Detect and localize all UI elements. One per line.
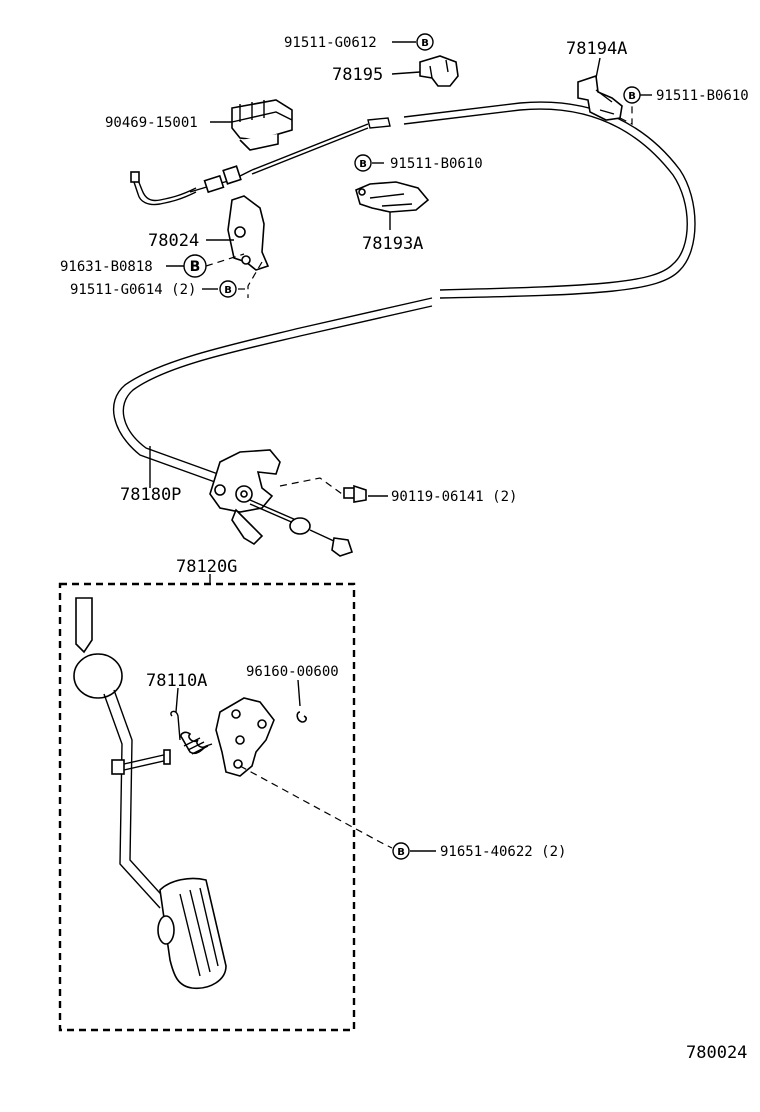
label-78180p: 78180P [120,485,181,505]
bolt-90119 [343,484,367,503]
label-91511-b0610-mid: 91511-B0610 [390,156,483,172]
label-78194a: 78194A [566,39,627,59]
label-90119-06141: 90119-06141 (2) [391,489,517,505]
svg-text:B: B [359,159,367,170]
bolt-symbol-91511-b0610-mid: B [354,154,372,172]
svg-text:B: B [397,847,405,858]
svg-text:B: B [628,91,636,102]
bracket-78024 [227,195,270,298]
cable-clamp-90469 [231,99,293,151]
cable-end-fitting [130,165,253,206]
label-91511-g0614: 91511-G0614 (2) [70,282,196,298]
bolt-symbol-91631-b0818: B [183,254,207,278]
label-78120g: 78120G [176,557,237,577]
svg-text:B: B [421,38,429,49]
clip-78195 [419,55,459,87]
accelerator-pedal [73,597,227,990]
label-78024: 78024 [148,231,199,251]
label-78110a: 78110A [146,671,207,691]
bolt-symbol-91511-g0612: B [416,33,434,51]
label-91631-b0818: 91631-B0818 [60,259,153,275]
label-96160-00600: 96160-00600 [246,664,339,680]
accelerator-cable [112,101,696,483]
diagram-code: 780024 [686,1043,747,1063]
throttle-link-bracket [209,449,354,557]
return-spring-78110a [170,710,213,755]
svg-text:B: B [190,259,201,275]
label-90469-15001: 90469-15001 [105,115,198,131]
pedal-shaft-pin [111,749,171,775]
label-91511-g0612: 91511-G0612 [284,35,377,51]
pedal-assembly-box [58,582,356,1032]
bolt-symbol-91511-b0610-right: B [623,86,641,104]
bracket-78194a [577,74,633,125]
pedal-bracket-plate [215,697,393,849]
bracket-78193a [355,181,430,213]
leader-lines [149,41,652,852]
label-78193a: 78193A [362,234,423,254]
bolt-symbol-91511-g0614: B [219,280,237,298]
e-ring-96160 [296,711,307,723]
label-91511-b0610-right: 91511-B0610 [656,88,749,104]
bolt-symbol-91651-40622: B [392,842,410,860]
label-91651-40622: 91651-40622 (2) [440,844,566,860]
label-78195: 78195 [332,65,383,85]
svg-text:B: B [224,285,232,296]
